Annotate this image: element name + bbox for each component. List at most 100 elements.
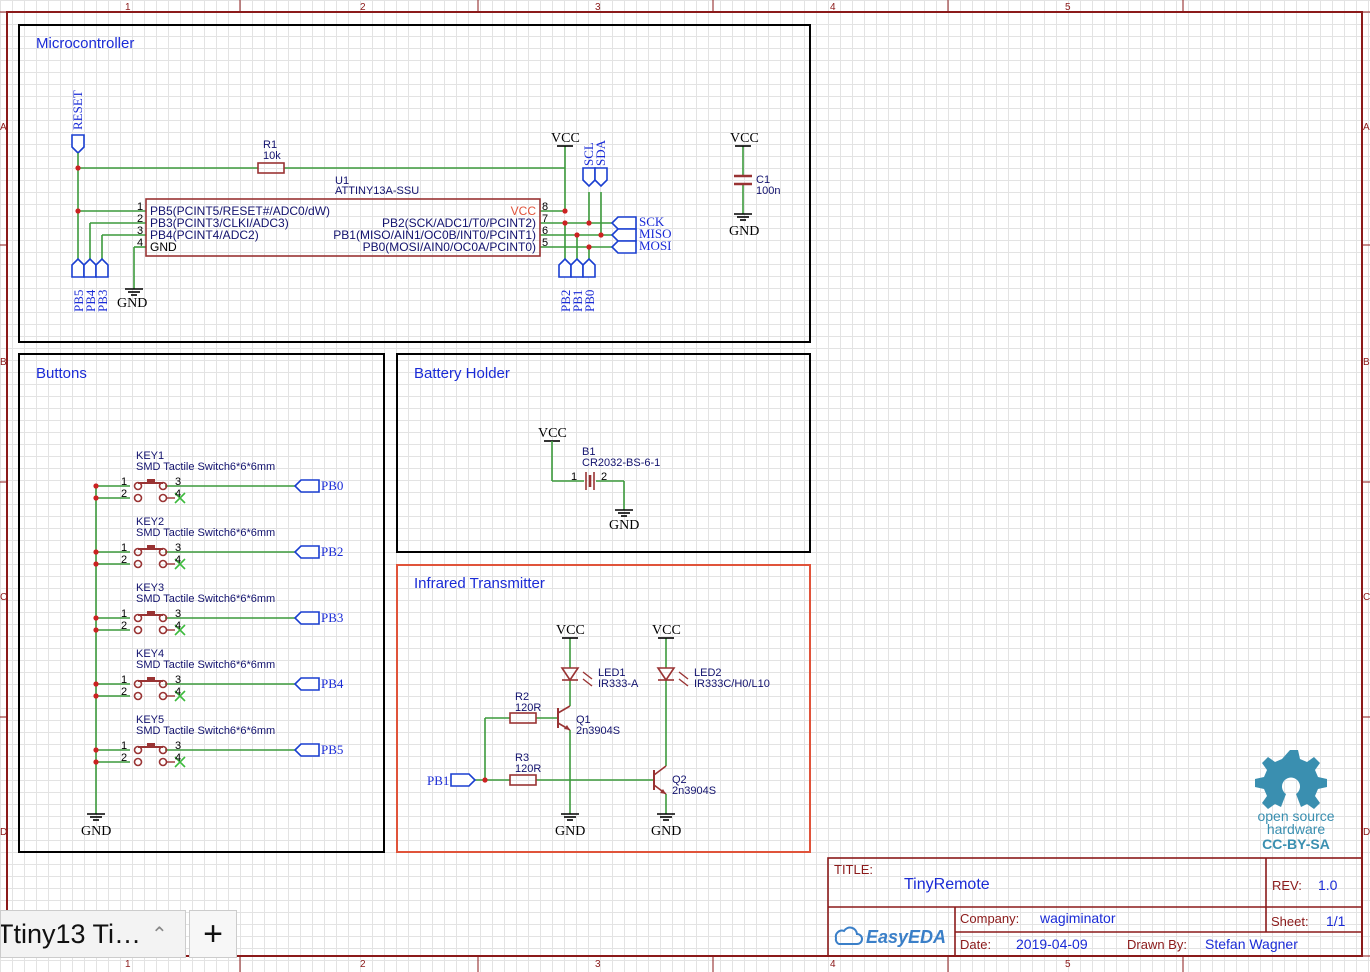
led2-ref: LED2 [694, 667, 722, 679]
key-part: SMD Tactile Switch6*6*6mm [136, 461, 275, 473]
battery-vcc-label: VCC [538, 426, 567, 441]
col-label-4: 4 [830, 2, 836, 13]
key-port[interactable] [293, 479, 320, 493]
company-value: wagiminator [1039, 910, 1116, 926]
top-ports[interactable] [582, 167, 608, 188]
chevron-up-icon[interactable]: ⌃ [151, 923, 168, 946]
u1-pin-pb1: PB1(MISO/AIN1/OC0B/INT0/PCINT1) [333, 228, 536, 242]
key-port-label: PB5 [321, 742, 343, 757]
led1-ref: LED1 [598, 667, 626, 679]
no-connect-icon [174, 624, 186, 636]
key-ref: KEY3 [136, 582, 164, 594]
u1-part: ATTINY13A-SSU [335, 185, 419, 197]
port-pb5-label: PB5 [71, 290, 86, 312]
bottom-left-ports[interactable] [71, 257, 109, 278]
bottom-right-ports[interactable] [558, 257, 596, 278]
col-label-4b: 4 [830, 959, 836, 970]
port-sda-label: SDA [593, 139, 608, 166]
ir-pb1-port[interactable] [450, 773, 477, 787]
key-part: SMD Tactile Switch6*6*6mm [136, 725, 275, 737]
easyeda-brand: EasyEDA [866, 927, 946, 947]
key-pin-number: 2 [121, 686, 127, 698]
key-pin-number: 2 [121, 620, 127, 632]
u1-pin-pb5: PB5(PCINT5/RESET#/ADC0/dW) [150, 204, 330, 218]
col-label-5: 5 [1065, 2, 1071, 13]
document-tab[interactable]: Ttiny13 Ti… ⌃ [0, 910, 186, 958]
right-ports[interactable] [610, 216, 637, 254]
row-label-c-r: C [1363, 592, 1370, 603]
buttons-title: Buttons [36, 365, 87, 382]
u1-ref: U1 [335, 175, 349, 187]
u1-pin-gnd: GND [150, 240, 177, 254]
r3-value: 120R [515, 763, 541, 775]
battery-part: CR2032-BS-6-1 [582, 457, 660, 469]
svg-text:2: 2 [137, 213, 143, 225]
svg-text:8: 8 [542, 201, 548, 213]
key-port[interactable] [293, 611, 320, 625]
key-ref: KEY4 [136, 648, 164, 660]
oshw-line2: hardware [1267, 821, 1326, 837]
key-pin-number: 4 [175, 554, 181, 566]
no-connect-icon [174, 558, 186, 570]
u1-chip[interactable] [145, 198, 541, 257]
r1-value: 10k [263, 150, 281, 162]
row-label-a-r: A [1363, 122, 1370, 133]
battery-cell[interactable] [585, 472, 595, 490]
r3-resistor[interactable] [509, 774, 537, 786]
q2-part: 2n3904S [672, 785, 716, 797]
svg-text:6: 6 [542, 225, 548, 237]
q1-part: 2n3904S [576, 725, 620, 737]
key-port[interactable] [293, 545, 320, 559]
add-tab-button[interactable]: + [189, 910, 237, 958]
key-pin-number: 3 [175, 542, 181, 554]
sheet-value: 1/1 [1326, 913, 1346, 929]
key-pin-number: 4 [175, 752, 181, 764]
q1-transistor[interactable] [557, 705, 571, 731]
led1-diode[interactable] [560, 667, 593, 687]
r1-ref: R1 [263, 139, 277, 151]
led2-part: IR333C/H0/L10 [694, 678, 770, 690]
ir-vcc2-label: VCC [652, 623, 681, 638]
battery-ref: B1 [582, 446, 595, 458]
key-part: SMD Tactile Switch6*6*6mm [136, 659, 275, 671]
key-ref: KEY2 [136, 516, 164, 528]
oshw-gear-icon [1255, 750, 1327, 809]
document-tab-bar: Ttiny13 Ti… ⌃ + [0, 909, 237, 959]
c1-capacitor[interactable] [734, 174, 752, 186]
r2-resistor[interactable] [509, 712, 537, 724]
key-pin-number: 2 [121, 554, 127, 566]
key-port[interactable] [293, 743, 320, 757]
col-label-2: 2 [360, 2, 366, 13]
key-port-label: PB3 [321, 610, 343, 625]
svg-text:7: 7 [542, 213, 548, 225]
q2-transistor[interactable] [653, 765, 667, 795]
key-port-label: PB2 [321, 544, 343, 559]
r1-resistor[interactable] [257, 162, 285, 174]
led2-diode[interactable] [656, 667, 689, 687]
battery-gnd-symbol [615, 509, 633, 517]
ir-gnd2-label: GND [651, 824, 681, 839]
key-pin-number: 2 [121, 752, 127, 764]
key-pin-number: 4 [175, 620, 181, 632]
row-label-c: C [0, 592, 7, 603]
reset-port[interactable] [71, 134, 85, 155]
row-label-a: A [0, 122, 7, 133]
port-mosi-label: MOSI [639, 238, 672, 253]
oshw-logo [1255, 750, 1327, 809]
microcontroller-frame [18, 24, 811, 343]
oshw-license: CC-BY-SA [1262, 836, 1330, 852]
key-port[interactable] [293, 677, 320, 691]
key-pin-number: 3 [175, 674, 181, 686]
title-value: TinyRemote [904, 876, 990, 893]
key-part: SMD Tactile Switch6*6*6mm [136, 527, 275, 539]
key-ref: KEY5 [136, 714, 164, 726]
drawn-by-value: Stefan Wagner [1205, 936, 1298, 952]
port-pb0-label: PB0 [582, 290, 597, 312]
